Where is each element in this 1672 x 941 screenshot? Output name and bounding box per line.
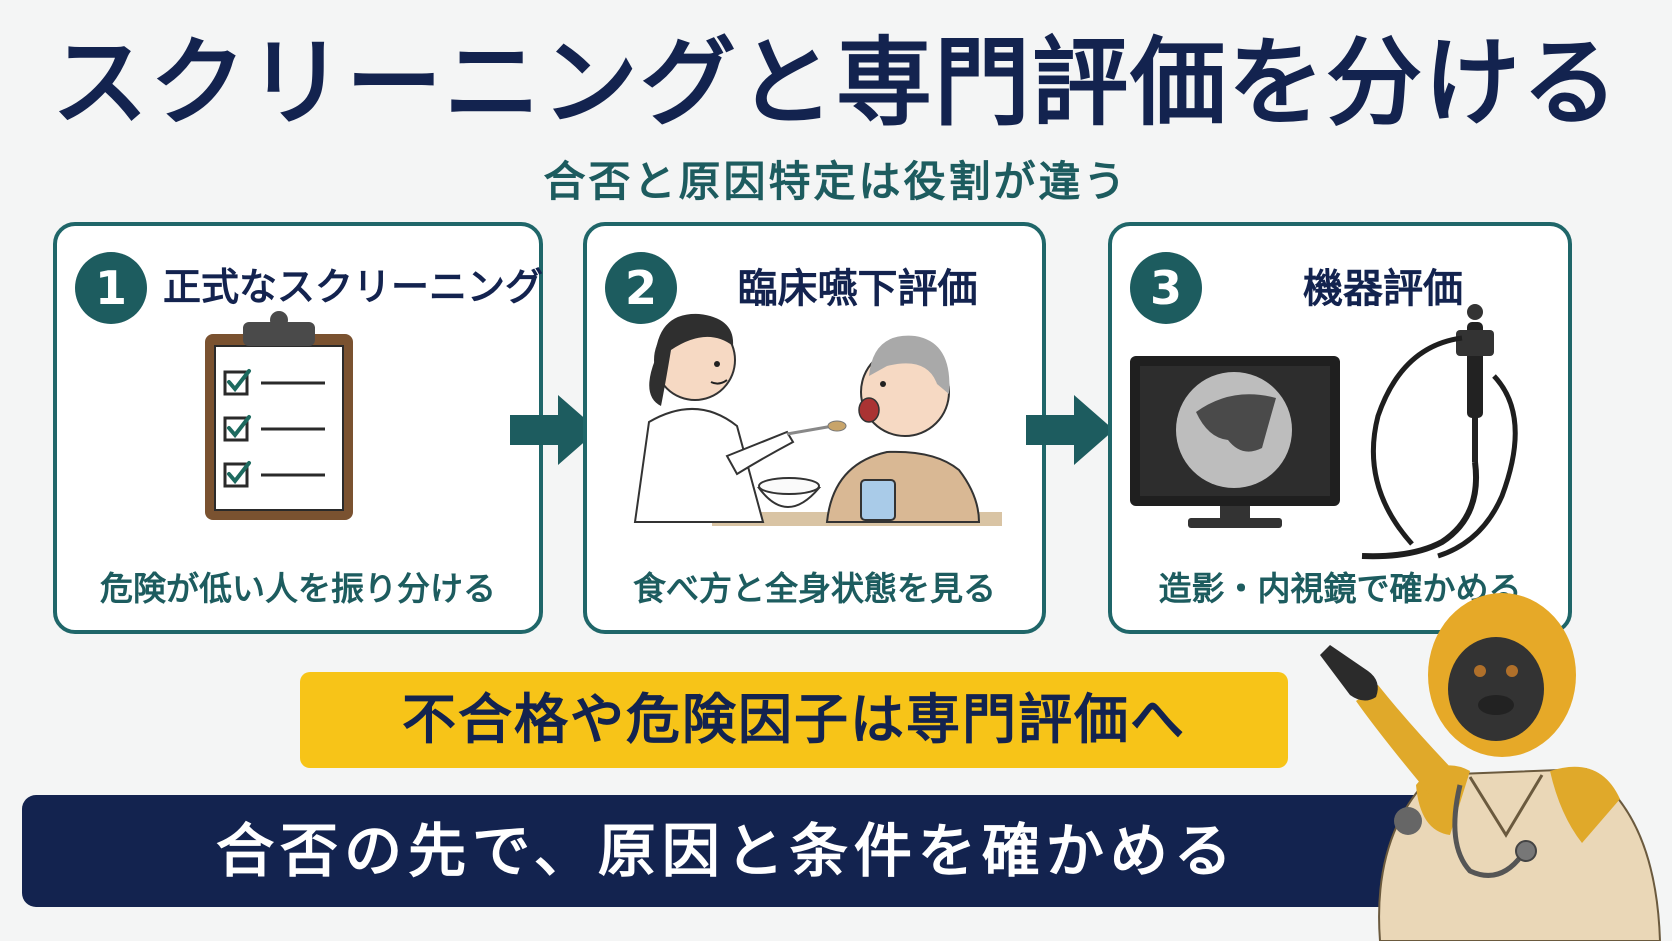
step-number-badge: 1 <box>75 252 147 324</box>
clipboard-checklist-icon <box>205 311 353 520</box>
step-caption: 造影・内視鏡で確かめる <box>1158 569 1522 608</box>
step-number-badge: 2 <box>605 252 677 324</box>
arrow-right-icon <box>1026 395 1114 465</box>
step-caption: 食べ方と全身状態を見る <box>633 569 996 608</box>
nurse-feeding-patient-illustration <box>633 313 1002 526</box>
arrow-right-icon <box>510 395 598 465</box>
step-card-clinical: 2 臨床嚥下評価 食べ方と全身状態を見る <box>583 222 1046 634</box>
step-caption: 危険が低い人を振り分ける <box>100 569 496 608</box>
step-title: 臨床嚥下評価 <box>737 266 978 312</box>
page-title: スクリーニングと専門評価を分ける <box>52 27 1620 139</box>
monitor-endoscope-illustration <box>1130 304 1518 560</box>
page-subtitle: 合否と原因特定は役割が違う <box>543 157 1129 206</box>
callout-highlight: 不合格や危険因子は専門評価へ <box>300 672 1288 768</box>
bottom-banner: 合否の先で、原因と条件を確かめる <box>22 795 1552 907</box>
step-card-screening: 1 正式なスクリーニング 危険が低い人を振り分ける <box>53 222 543 634</box>
bottom-banner-text: 合否の先で、原因と条件を確かめる <box>216 817 1238 885</box>
step-number-badge: 3 <box>1130 252 1202 324</box>
step-card-instrumental: 3 機器評価 造影・内視鏡で確かめる <box>1108 222 1572 634</box>
step-title: 正式なスクリーニング <box>163 265 544 309</box>
step-title: 機器評価 <box>1303 266 1463 312</box>
gorilla-doctor-mascot-icon <box>1320 593 1662 941</box>
